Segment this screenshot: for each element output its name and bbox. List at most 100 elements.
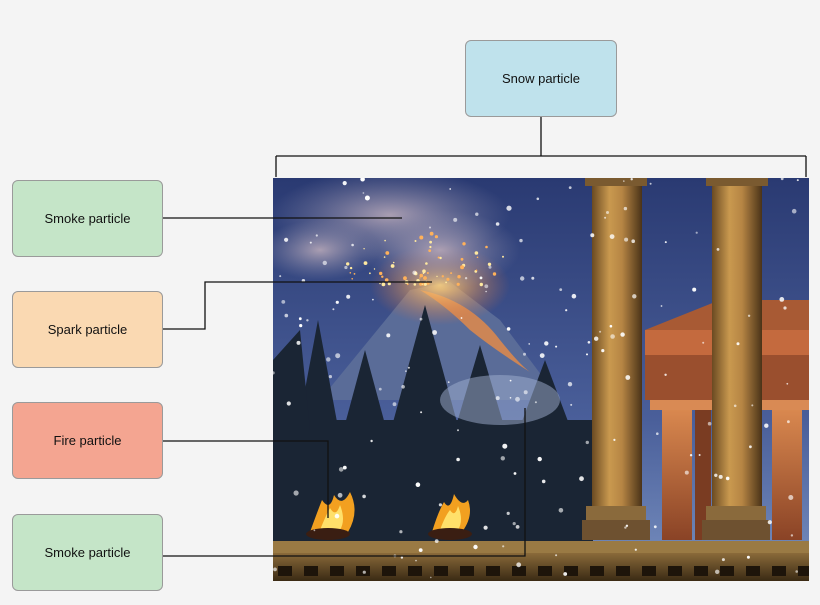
spark-particle [379, 282, 381, 285]
snow-particle [364, 195, 370, 201]
snow-particle [689, 454, 693, 457]
spark-particle [425, 280, 428, 283]
spark-particle [353, 273, 356, 275]
snow-particle [432, 330, 437, 335]
spark-particle [363, 261, 368, 265]
snow-particle [502, 443, 508, 449]
balcony-slot [616, 566, 630, 576]
spark-particle-label: Spark particle [12, 291, 163, 368]
spark-particle [456, 282, 460, 286]
fire-particle-label: Fire particle [12, 402, 163, 479]
spark-particle [384, 239, 386, 242]
snow-particle [587, 341, 591, 344]
snow-particle [749, 445, 752, 449]
balcony-slot [564, 566, 578, 576]
snow-particle [787, 420, 790, 424]
spark-particle [419, 235, 424, 240]
spark-particle [413, 283, 417, 286]
smoke-particle-label: Smoke particle [12, 180, 163, 257]
snow-particle [488, 265, 492, 269]
snow-particle [707, 421, 712, 426]
snow-particle [430, 576, 432, 579]
snow-particle [520, 276, 525, 281]
snow-particle [767, 520, 772, 525]
snow-particle [733, 404, 737, 408]
snow-particle [788, 495, 794, 500]
snow-particle [370, 439, 373, 443]
snow-particle [606, 211, 609, 214]
snow-particle [438, 503, 442, 507]
balcony-slot [408, 566, 422, 576]
snow-particle [599, 330, 602, 333]
snow-particle [338, 467, 344, 472]
snow-particle [746, 555, 750, 559]
snow-particle [515, 396, 520, 402]
snow-particle [344, 265, 348, 270]
snow-particle [656, 432, 659, 436]
snow-particle [342, 465, 347, 470]
snow-particle [346, 294, 351, 299]
snow-particle [539, 353, 545, 358]
snow-particle [791, 208, 797, 214]
snow-particle [460, 317, 463, 319]
snow-particle [506, 327, 511, 331]
snow-particle [506, 205, 512, 211]
snow-particle [623, 206, 628, 211]
spark-particle [485, 245, 488, 249]
snow-particle [322, 260, 327, 266]
snow-particle [401, 385, 405, 389]
spark-particle [425, 262, 428, 265]
snow-particle [786, 382, 789, 385]
balcony-slot [330, 566, 344, 576]
snow-particle [362, 494, 366, 499]
spark-particle [428, 249, 432, 253]
snow-particle [485, 290, 487, 293]
snow-particle [541, 479, 546, 484]
snow-particle [362, 570, 366, 574]
balcony-slot [356, 566, 370, 576]
doric-column-icon [702, 178, 770, 540]
spark-particle [502, 255, 504, 258]
snow-particle [563, 572, 568, 576]
spark-particle [373, 268, 376, 270]
snow-particle [464, 277, 468, 280]
snow-particle [653, 525, 657, 529]
spark-particle [421, 283, 423, 285]
spark-particle [460, 257, 464, 261]
snow-particle [516, 562, 522, 568]
snow-particle [558, 508, 564, 513]
spark-particle [422, 269, 426, 274]
snow-particle [360, 178, 365, 182]
snow-particle [625, 375, 631, 380]
spark-particle [426, 272, 429, 274]
spark-particle [429, 240, 432, 244]
snow-particle [513, 472, 517, 475]
snow-particle [399, 530, 403, 534]
snow-particle [620, 332, 625, 337]
snow-particle [362, 192, 365, 194]
snow-particle [571, 293, 577, 299]
snow-particle [585, 440, 589, 445]
snow-particle [429, 226, 431, 229]
snow-particle [296, 340, 301, 345]
snow-particle [565, 309, 568, 312]
snow-particle [273, 371, 275, 375]
snow-particle [515, 525, 520, 529]
snow-particle [420, 411, 423, 414]
balcony-slot [382, 566, 396, 576]
snow-particle [544, 341, 549, 346]
spark-particle [479, 282, 483, 287]
spark-particle [476, 256, 479, 259]
snow-particle [479, 276, 483, 280]
snow-particle [783, 306, 787, 310]
spark-particle [419, 277, 421, 279]
snow-particle [405, 370, 407, 373]
snow-particle [594, 336, 599, 341]
snow-particle [400, 556, 404, 559]
snow-particle [506, 511, 510, 515]
balcony-slot [278, 566, 292, 576]
snow-particle [736, 342, 740, 346]
snow-particle [779, 297, 785, 302]
snow-particle [301, 279, 306, 283]
snow-particle [378, 387, 382, 391]
